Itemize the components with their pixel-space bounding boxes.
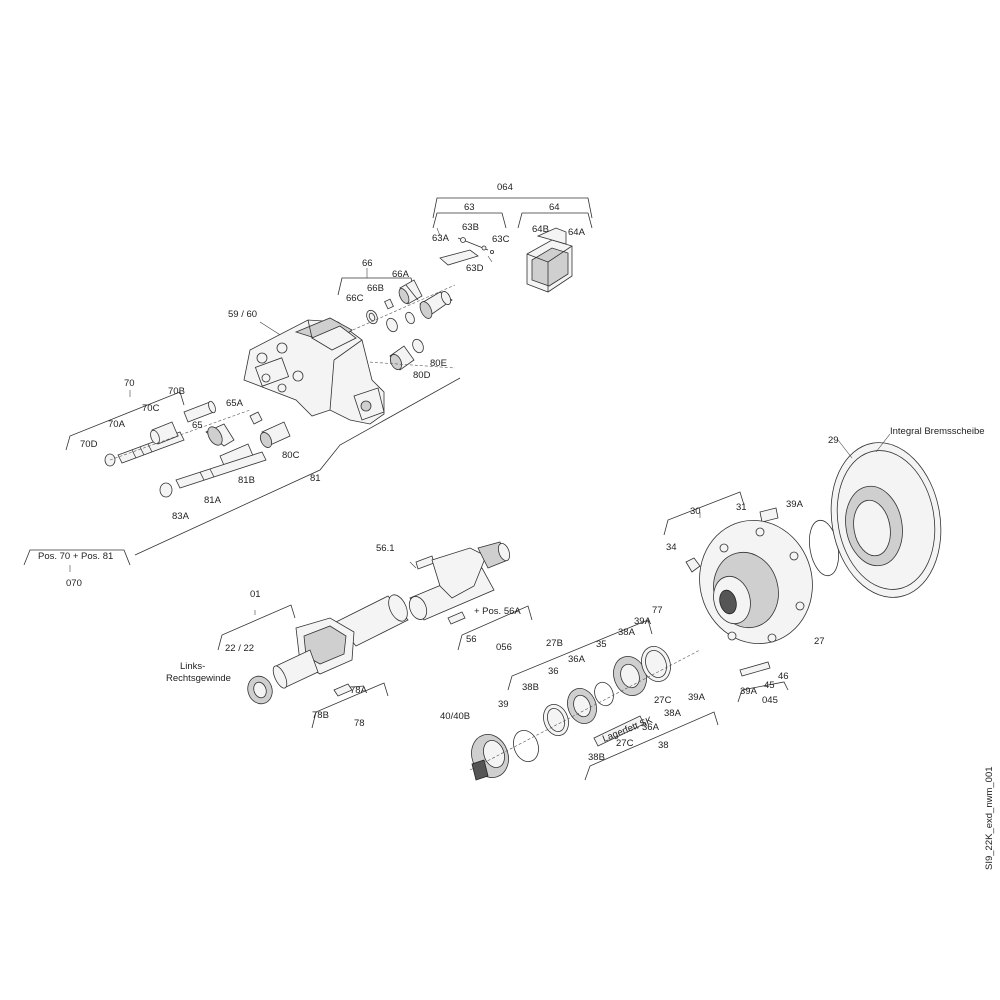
label-64: 64: [549, 202, 560, 213]
label-36a: 36A: [568, 654, 586, 665]
label-27c-b: 27C: [616, 738, 634, 749]
label-70: 70: [124, 378, 135, 389]
label-70a: 70A: [108, 419, 126, 430]
label-pos-56a: + Pos. 56A: [474, 606, 521, 617]
label-40-40b: 40/40B: [440, 711, 470, 722]
label-070: 070: [66, 578, 82, 589]
label-01: 01: [250, 589, 261, 600]
label-27c: 27C: [654, 695, 672, 706]
brake-pads: [526, 227, 573, 293]
label-38b: 38B: [522, 682, 539, 693]
label-70c: 70C: [142, 403, 160, 414]
label-66a: 66A: [392, 269, 410, 280]
label-81a: 81A: [204, 495, 222, 506]
label-rechtsgewinde: Rechtsgewinde: [166, 673, 231, 684]
label-78b: 78B: [312, 710, 329, 721]
label-38a-b: 38A: [664, 708, 682, 719]
label-45: 45: [764, 680, 775, 691]
label-83a: 83A: [172, 511, 190, 522]
label-59-60: 59 / 60: [228, 309, 257, 320]
label-64b: 64B: [532, 224, 549, 235]
label-77: 77: [652, 605, 663, 616]
label-integral-bremsscheibe: Integral Bremsscheibe: [890, 426, 985, 437]
label-80d: 80D: [413, 370, 431, 381]
label-70d: 70D: [80, 439, 98, 450]
bearing-group: [469, 619, 719, 781]
label-30: 30: [690, 506, 701, 517]
label-56-1: 56.1: [376, 543, 395, 554]
brake-pad-group: [432, 197, 593, 293]
drawing-id: SI9_22K_exd_nwm_001: [984, 766, 995, 870]
label-80e: 80E: [430, 358, 447, 369]
label-70b: 70B: [168, 386, 185, 397]
label-27: 27: [814, 636, 825, 647]
label-63c: 63C: [492, 234, 510, 245]
callout-labels: 064 63 64 63B 63A 63C 63D 64B 64A 66 66A…: [38, 182, 995, 870]
label-56: 56: [466, 634, 477, 645]
label-045: 045: [762, 695, 778, 706]
spindle-group-056: [408, 541, 533, 651]
label-63d: 63D: [466, 263, 484, 274]
label-39a-b: 39A: [688, 692, 706, 703]
label-65a: 65A: [226, 398, 244, 409]
label-81: 81: [310, 473, 321, 484]
guide-pin-group-70: [65, 377, 461, 556]
label-38b-b: 38B: [588, 752, 605, 763]
label-22-22: 22 / 22: [225, 643, 254, 654]
label-38a: 38A: [618, 627, 636, 638]
label-81b: 81B: [238, 475, 255, 486]
label-66: 66: [362, 258, 373, 269]
label-63b: 63B: [462, 222, 479, 233]
label-63a: 63A: [432, 233, 450, 244]
pos-70-81-bracket: [23, 549, 131, 572]
label-31: 31: [736, 502, 747, 513]
label-36: 36: [548, 666, 559, 677]
label-35: 35: [596, 639, 607, 650]
label-36a-b: 36A: [642, 722, 660, 733]
label-64a: 64A: [568, 227, 586, 238]
label-27b: 27B: [546, 638, 563, 649]
label-78a: 78A: [350, 685, 368, 696]
label-39a-d: 39A: [740, 686, 758, 697]
label-38: 38: [658, 740, 669, 751]
label-pos-70-81: Pos. 70 + Pos. 81: [38, 551, 113, 562]
label-66b: 66B: [367, 283, 384, 294]
label-056: 056: [496, 642, 512, 653]
label-064: 064: [497, 182, 513, 193]
label-46: 46: [778, 671, 789, 682]
label-65: 65: [192, 420, 203, 431]
axle-beam-01: [217, 594, 409, 729]
label-29: 29: [828, 435, 839, 446]
wheel-hub-30: [663, 491, 840, 703]
label-39a: 39A: [634, 616, 652, 627]
caliper-housing: [243, 317, 385, 425]
label-66c: 66C: [346, 293, 364, 304]
label-78: 78: [354, 718, 365, 729]
label-links: Links-: [180, 661, 205, 672]
label-34: 34: [666, 542, 677, 553]
label-39: 39: [498, 699, 509, 710]
brake-disc-29: [830, 433, 942, 598]
pad-retainer-spring: [439, 249, 479, 266]
label-63: 63: [464, 202, 475, 213]
label-39a-c: 39A: [786, 499, 804, 510]
label-80c: 80C: [282, 450, 300, 461]
